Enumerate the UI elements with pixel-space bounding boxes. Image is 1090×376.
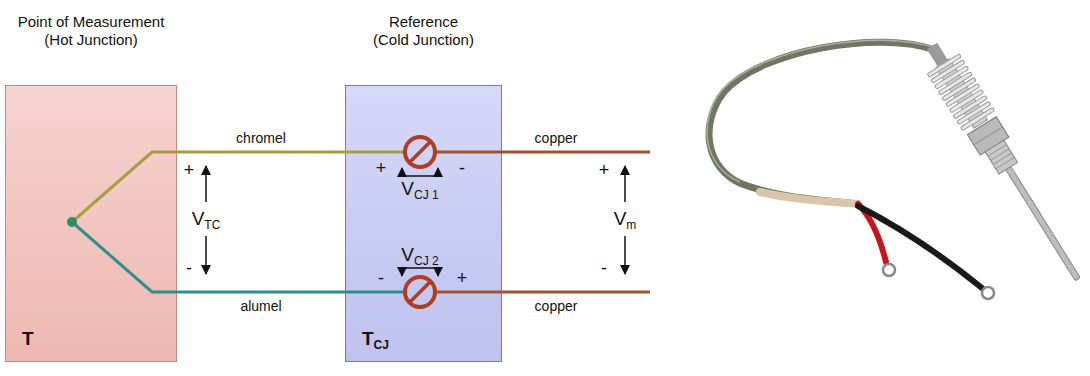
probe-fitting [916,36,1090,289]
wire-label: copper [535,299,578,313]
copper-wire [436,291,650,294]
hex-nut-edge [974,127,1003,145]
voltage-arrow [624,166,626,202]
wire-label: alumel [240,299,281,313]
polarity-sign: - [186,259,192,277]
alumel-wire [72,222,177,292]
voltage-arrow [624,236,626,274]
alumel-wire [345,291,404,294]
thread-line [991,149,1010,161]
voltage-arrow [205,166,207,202]
voltage-label: VCJ 1 [401,179,438,201]
thermocouple-illustration [707,36,1090,299]
ring-terminal [883,264,895,276]
junction-symbol [405,137,435,167]
sheathed-cable [709,42,935,204]
cooling-fin [953,95,987,119]
black-lead [858,206,982,288]
polarity-sign: + [599,161,610,179]
polarity-sign: + [457,269,468,287]
measurement-point-box: Point of Measurement (Hot Junction)T [5,85,177,362]
thread-line [996,157,1015,169]
threaded-section [985,140,1017,174]
alumel-wire [177,291,345,294]
hex-nut [967,117,1009,155]
wire-label: copper [535,131,578,145]
polarity-sign: - [459,159,465,177]
cooling-fin [934,66,968,90]
ring-terminal [982,287,994,299]
junction-symbol [410,142,430,162]
probe-sheath [1006,167,1081,281]
cable-highlight [707,40,935,182]
junction-dot [67,217,77,227]
voltage-label: VCJ 2 [401,245,438,267]
temperature-label: T [22,329,34,353]
junction-symbol [405,277,435,307]
cooling-fin [957,101,991,125]
cooling-fin [960,107,994,131]
cooling-fin [927,54,961,78]
box-heading: Point of Measurement (Hot Junction) [3,13,179,51]
temperature-label: TCJ [362,329,389,353]
reference-box: Reference (Cold Junction)TCJ [345,85,502,362]
polarity-sign: - [378,269,384,287]
polarity-sign: + [184,161,195,179]
temperature-symbol: TCJ [362,329,389,351]
voltage-label: Vm [614,209,637,231]
cable-entry [927,43,948,66]
fin-core [936,59,988,129]
chromel-wire [177,151,345,154]
cooling-fin [942,77,976,101]
voltage-label: VTC [192,209,221,231]
voltage-arrow [205,236,207,274]
thread-line [993,153,1012,165]
cooling-fin [931,60,965,84]
box-heading: Reference (Cold Junction) [349,13,499,51]
cooling-fin [949,89,983,113]
copper-wire [436,151,650,154]
temperature-symbol: T [22,329,34,351]
polarity-sign: - [601,259,607,277]
chromel-wire [345,151,404,154]
junction-symbol [405,277,435,307]
wire-label: chromel [236,131,286,145]
voltage-bracket [402,168,438,176]
polarity-sign: + [376,159,387,177]
junction-symbol [405,137,435,167]
voltage-bracket [402,268,438,276]
thread-line [988,144,1007,156]
red-lead [858,204,886,262]
cooling-fin [938,72,972,96]
junction-symbol [410,282,430,302]
cooling-fin [946,83,980,107]
cable-sleeve [760,192,858,204]
chromel-wire [72,152,177,222]
